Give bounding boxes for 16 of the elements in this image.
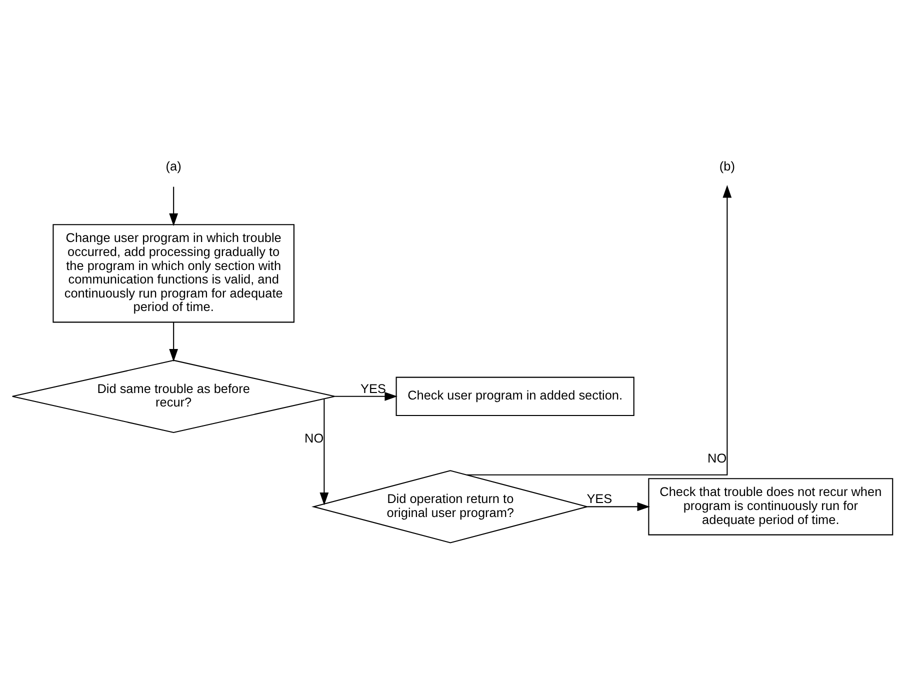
arrow — [334, 392, 398, 401]
node-diamond: Did same trouble as before recur? — [12, 360, 336, 433]
arrow — [169, 186, 178, 226]
node-box: Check user program in added section. — [396, 376, 634, 416]
arrow — [466, 184, 732, 476]
edge-label: YES — [360, 380, 386, 396]
edge-label: NO — [708, 450, 727, 466]
node-box: Check that trouble does not recur when program is continuously run for adequate period of time. — [648, 478, 894, 536]
edge-label: YES — [586, 491, 612, 506]
node-box: Change user program in which trouble occurred, add processing gradually to the program in which only section with communication functions is valid, and continuously run program for adequate period of time. — [52, 224, 294, 323]
arrow — [320, 399, 329, 506]
arrow — [169, 322, 178, 362]
arrow — [588, 502, 650, 512]
node-text: (a) — [166, 158, 182, 174]
edge-label: NO — [304, 430, 324, 446]
node-text: (b) — [719, 158, 735, 174]
